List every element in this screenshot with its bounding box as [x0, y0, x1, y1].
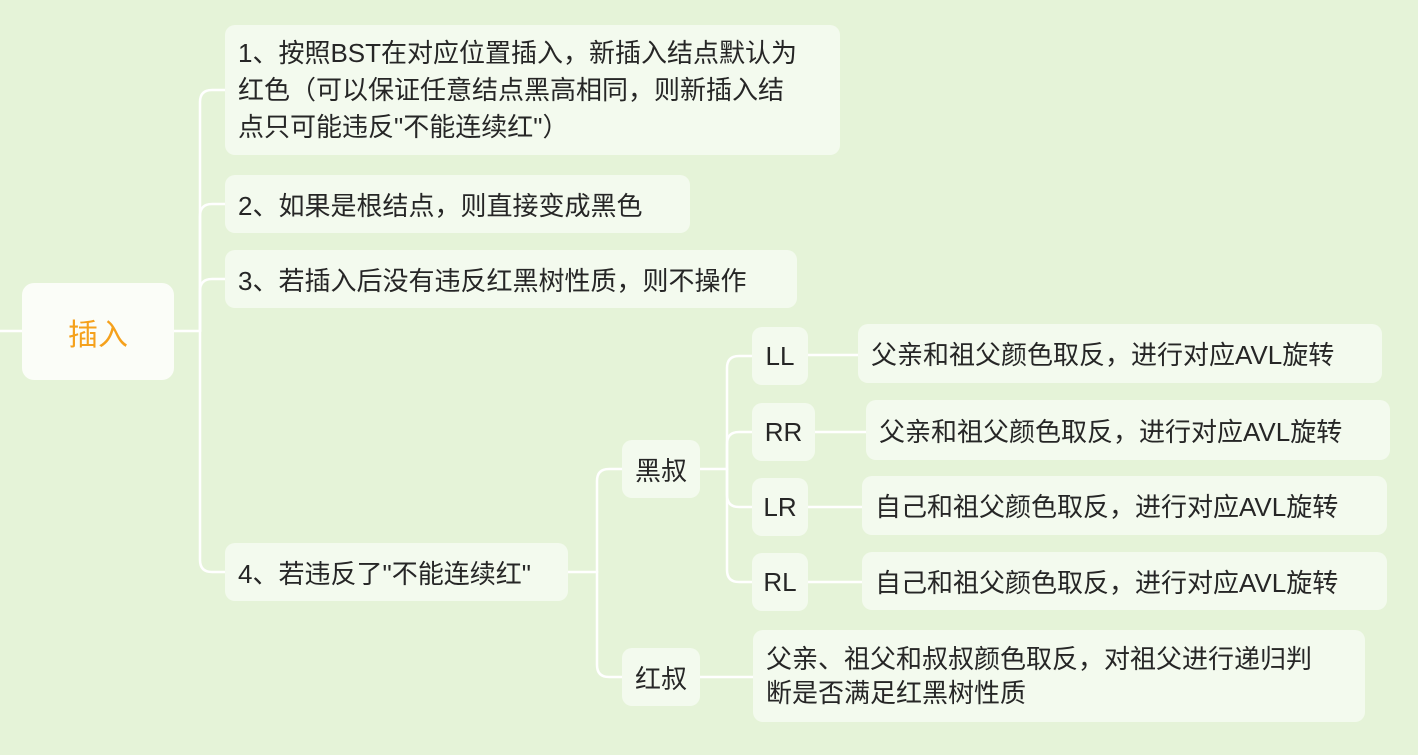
- connector-step-2: [198, 202, 227, 333]
- step-4-text: 4、若违反了"不能连续红": [238, 558, 531, 589]
- case-ll-action-topic: 父亲和祖父颜色取反，进行对应AVL旋转: [858, 324, 1382, 383]
- connector-step-3: [198, 277, 227, 333]
- connector-case-rl: [725, 467, 754, 584]
- case-rl-action-text: 自己和祖父颜色取反，进行对应AVL旋转: [875, 567, 1339, 598]
- black-uncle-topic: 黑叔: [622, 440, 700, 498]
- case-rr-topic: RR: [752, 403, 815, 461]
- case-lr-action-topic: 自己和祖父颜色取反，进行对应AVL旋转: [862, 476, 1387, 535]
- connector-step-4: [198, 329, 227, 574]
- case-rr-label: RR: [764, 416, 803, 447]
- black-uncle-label: 黑叔: [634, 455, 687, 486]
- connector-red-uncle: [595, 570, 624, 679]
- case-lr-label: LR: [763, 491, 797, 522]
- step-1-topic: 1、按照BST在对应位置插入，新插入结点默认为 红色（可以保证任意结点黑高相同，…: [225, 25, 840, 155]
- red-uncle-action-topic: 父亲、祖父和叔叔颜色取反，对祖父进行递归判 断是否满足红黑树性质: [753, 630, 1365, 722]
- step-1-line-3: 点只可能违反"不能连续红"）: [238, 111, 569, 142]
- connector-black-uncle: [595, 467, 624, 574]
- case-rl-topic: RL: [752, 553, 808, 611]
- step-2-topic: 2、如果是根结点，则直接变成黑色: [225, 175, 690, 233]
- red-uncle-action-line-2: 断是否满足红黑树性质: [766, 678, 1027, 708]
- case-rr-action-topic: 父亲和祖父颜色取反，进行对应AVL旋转: [866, 400, 1390, 460]
- case-lr-action-text: 自己和祖父颜色取反，进行对应AVL旋转: [875, 492, 1339, 522]
- step-1-line-2: 红色（可以保证任意结点黑高相同，则新插入结: [238, 74, 785, 105]
- root-topic: 插入: [22, 283, 174, 380]
- red-uncle-topic: 红叔: [622, 648, 700, 706]
- case-rl-action-topic: 自己和祖父颜色取反，进行对应AVL旋转: [862, 552, 1387, 610]
- red-uncle-label: 红叔: [634, 663, 687, 694]
- case-ll-label: LL: [765, 340, 795, 371]
- connector-case-lr: [725, 467, 754, 509]
- red-uncle-action-line-1: 父亲、祖父和叔叔颜色取反，对祖父进行递归判: [766, 644, 1313, 674]
- case-ll-action-text: 父亲和祖父颜色取反，进行对应AVL旋转: [871, 340, 1335, 370]
- connector-case-ll: [725, 354, 754, 471]
- step-2-text: 2、如果是根结点，则直接变成黑色: [238, 190, 643, 221]
- connector-case-rr: [725, 430, 754, 471]
- connector-step-1: [198, 88, 227, 333]
- case-ll-topic: LL: [752, 327, 808, 385]
- root-topic-label: 插入: [68, 318, 128, 352]
- case-rr-action-text: 父亲和祖父颜色取反，进行对应AVL旋转: [879, 416, 1343, 447]
- step-4-topic: 4、若违反了"不能连续红": [225, 543, 568, 601]
- step-3-topic: 3、若插入后没有违反红黑树性质，则不操作: [225, 250, 797, 308]
- step-1-line-1: 1、按照BST在对应位置插入，新插入结点默认为: [238, 37, 798, 68]
- case-lr-topic: LR: [752, 478, 808, 536]
- step-3-text: 3、若插入后没有违反红黑树性质，则不操作: [238, 265, 747, 296]
- case-rl-label: RL: [763, 566, 797, 597]
